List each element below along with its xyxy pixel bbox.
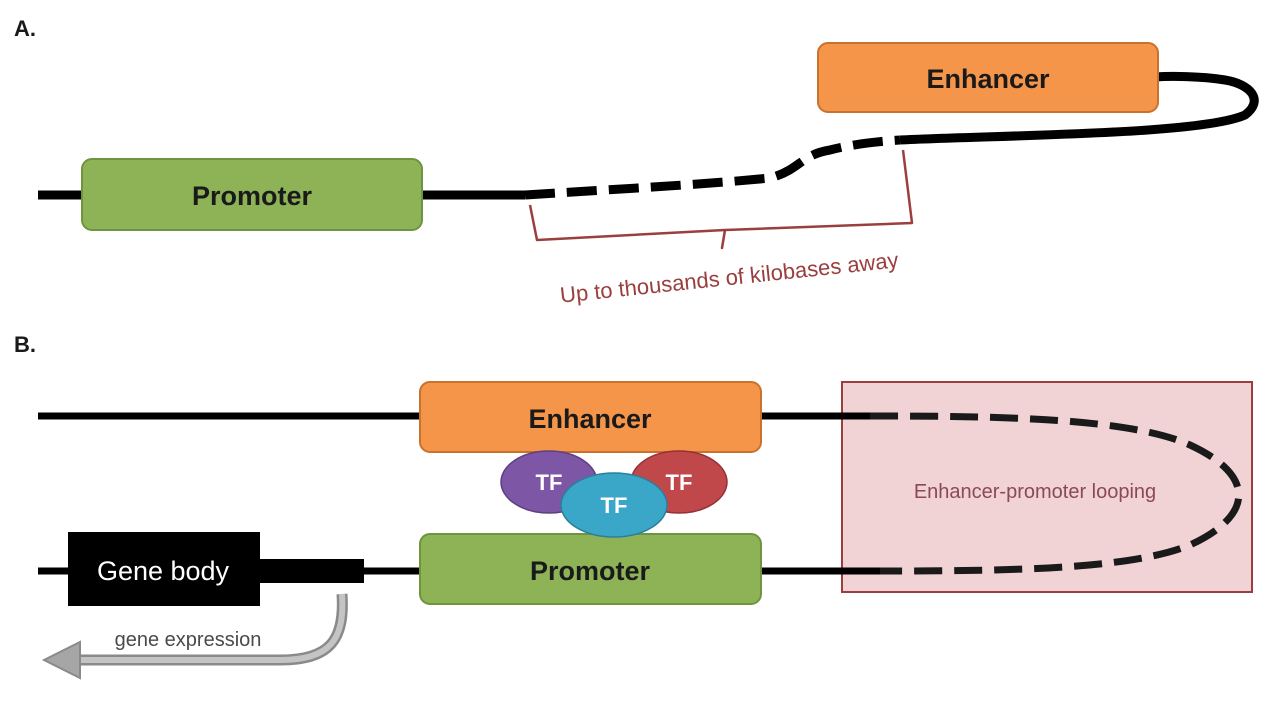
- panel-a-dna-loop: [899, 71, 1259, 145]
- panel-a-distance-label: Up to thousands of kilobases away: [559, 247, 900, 307]
- gene-body: Gene body: [68, 532, 364, 606]
- panel-a-enhancer-label: Enhancer: [926, 64, 1050, 94]
- looping-dashed-dna: [869, 412, 1243, 575]
- gene-expression-label: gene expression: [115, 629, 262, 651]
- gene-body-label: Gene body: [97, 556, 230, 586]
- panel-b-promoter-label: Promoter: [530, 556, 651, 586]
- tf-blue-label: TF: [601, 493, 628, 518]
- tf-red-label: TF: [666, 470, 693, 495]
- gene-expression-arrow: [41, 593, 348, 680]
- looping-label: Enhancer-promoter looping: [914, 481, 1156, 503]
- tf-blue: TF: [560, 472, 668, 538]
- panel-b-enhancer: Enhancer: [419, 381, 762, 453]
- tf-purple-label: TF: [536, 470, 563, 495]
- panel-a-distance-brace: [528, 149, 914, 250]
- panel-a-promoter-label: Promoter: [192, 181, 313, 211]
- panel-a-dna-dashed: [524, 135, 901, 200]
- panel-a-label: A.: [14, 16, 36, 41]
- panel-a-promoter: Promoter: [81, 158, 423, 231]
- panel-b-label: B.: [14, 332, 36, 357]
- panel-b-promoter: Promoter: [419, 533, 762, 605]
- panel-a-enhancer: Enhancer: [817, 42, 1159, 113]
- panel-b-enhancer-label: Enhancer: [528, 404, 652, 434]
